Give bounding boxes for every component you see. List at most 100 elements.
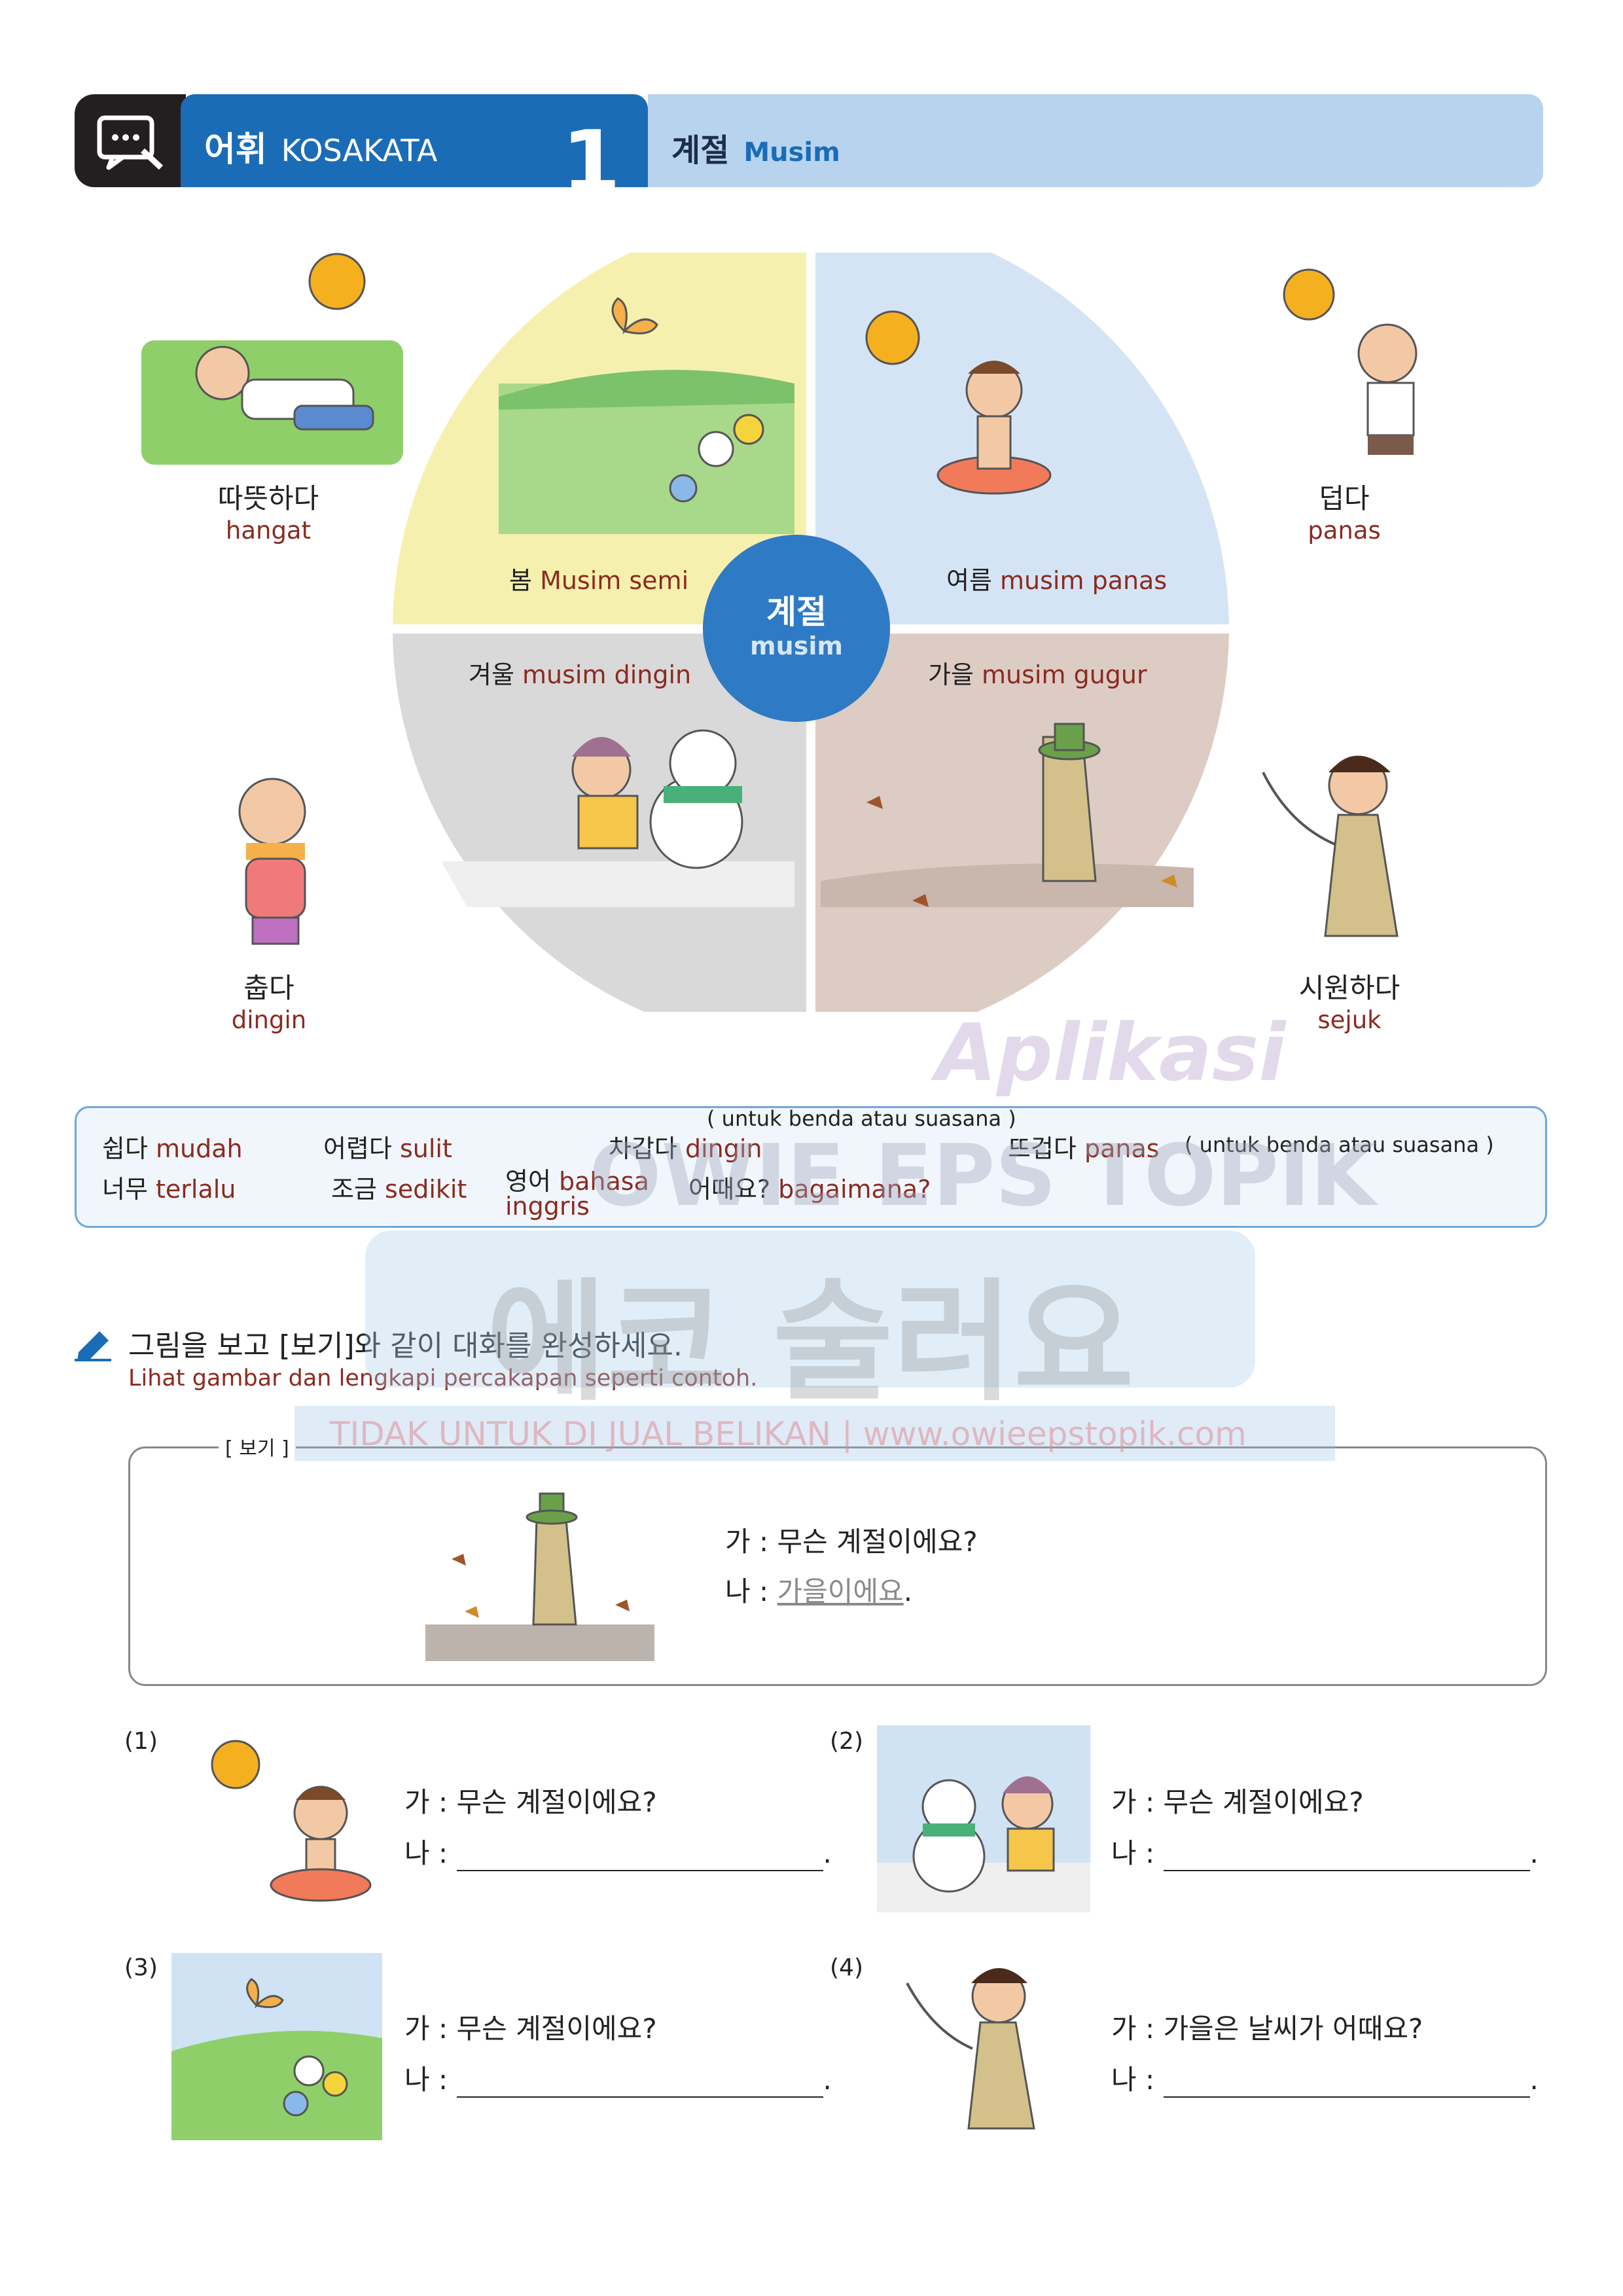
winter-illustration (441, 729, 794, 907)
summer-illustration (865, 310, 1052, 495)
example-box (128, 1446, 1547, 1686)
cool-illustration (1262, 755, 1399, 937)
watermark-brand: Aplikasi (936, 1008, 1286, 1099)
season-wheel (393, 253, 1229, 1012)
vocab-id: bagaimana? (778, 1175, 931, 1204)
vocab-kr: 쉽다 (102, 1134, 148, 1163)
word-hot-id: panas (1308, 516, 1381, 545)
question-4-text: 가 : 가을은 날씨가 어때요? (1111, 2013, 1423, 2045)
answer-input[interactable] (456, 1846, 823, 1871)
word-cold: 춥다 dingin (194, 966, 344, 1034)
summer-label: 여름 musim panas (946, 560, 1167, 596)
autumn-quadrant (815, 634, 1229, 1012)
watermark-kr: 에코 술러요 (486, 1266, 1134, 1419)
vocab-item: 영어 bahasa inggris (505, 1169, 662, 1219)
watermark-notice-bar: TIDAK UNTUK DI JUAL BELIKAN | www.owieep… (294, 1406, 1335, 1461)
wheel-center-kr: 계절 (766, 593, 827, 631)
vocab-item: 어때요? bagaimana? (688, 1169, 931, 1205)
vocab-item: 어렵다 sulit (323, 1128, 452, 1164)
vocab-id: dingin (685, 1134, 762, 1163)
word-cool: 시원하다 sejuk (1264, 966, 1435, 1034)
vocab-kr: 차갑다 (609, 1134, 677, 1163)
answer-label: 나 : (404, 1837, 448, 1869)
word-cool-id: sejuk (1317, 1006, 1382, 1034)
example-title: [ 보기 ] (219, 1432, 296, 1461)
cool-question-image (906, 1968, 1035, 2130)
hot-illustration (1283, 268, 1418, 455)
answer-label: 나 : (404, 2064, 448, 2096)
vocab-item: 뜨겁다 panas (1008, 1128, 1160, 1164)
spring-id: Musim semi (540, 566, 689, 595)
question-number: (1) (124, 1728, 158, 1755)
word-warm: 따뜻하다 hangat (190, 476, 347, 545)
summer-question-image (211, 1740, 372, 1902)
autumn-label: 가을 musim gugur (928, 655, 1147, 691)
section-title-id: KOSAKATA (281, 133, 438, 168)
instruction-kr: 그림을 보고 [보기]와 같이 대화를 완성하세요. (128, 1329, 683, 1363)
answer-input[interactable] (456, 2073, 823, 2098)
spring-kr: 봄 (509, 566, 532, 595)
vocab-kr: 뜨겁다 (1008, 1134, 1077, 1163)
instruction-id: Lihat gambar dan lengkapi percakapan sep… (128, 1365, 758, 1391)
spring-label: 봄 Musim semi (509, 560, 688, 596)
summer-id: musim panas (1000, 566, 1168, 595)
example-answer: 가을이에요 (777, 1575, 904, 1607)
vocab-kr: 어때요? (688, 1175, 771, 1204)
example-autumn-image (425, 1492, 654, 1661)
summer-kr: 여름 (946, 566, 992, 595)
watermark-brand-2: OWIE EPS TOPIK (589, 1126, 1376, 1225)
question-number: (4) (830, 1954, 863, 1981)
word-hot: 덥다 panas (1272, 476, 1416, 545)
cold-illustration (238, 778, 306, 945)
section-number: 1 (562, 112, 621, 211)
winter-kr: 겨울 (469, 660, 514, 689)
word-cold-id: dingin (231, 1006, 307, 1034)
wheel-center-id: musim (750, 632, 843, 660)
answer-label: 나 : (1111, 2064, 1155, 2096)
vocab-id: terlalu (156, 1175, 236, 1204)
answer-label: 나 : (1111, 1837, 1155, 1869)
question-1-text: 가 : 무슨 계절이에요? (404, 1786, 657, 1818)
word-hot-kr: 덥다 (1319, 482, 1370, 514)
vocab-kr: 어렵다 (323, 1134, 392, 1163)
vocab-item: 너무 terlalu (102, 1169, 236, 1205)
watermark-notice: TIDAK UNTUK DI JUAL BELIKAN | www.owieep… (330, 1415, 1247, 1453)
example-answer-prefix: 나 : (725, 1575, 777, 1607)
watermark-banner: 에코 술러요 (365, 1230, 1255, 1419)
question-number: (2) (830, 1728, 863, 1755)
question-2-answer-line: 나 : . (1111, 1831, 1539, 1871)
question-2-text: 가 : 무슨 계절이에요? (1111, 1786, 1364, 1818)
word-warm-id: hangat (225, 516, 312, 545)
vocab-id: sedikit (385, 1175, 467, 1204)
autumn-id: musim gugur (982, 660, 1147, 689)
vocab-box (75, 1106, 1547, 1228)
answer-input[interactable] (1163, 1846, 1530, 1871)
vocab-kr: 조금 (331, 1175, 377, 1204)
wheel-center: 계절 musim (703, 535, 890, 722)
word-cold-kr: 춥다 (243, 972, 294, 1004)
example-answer-suffix: . (903, 1575, 913, 1607)
vocab-kr: 너무 (102, 1175, 148, 1204)
answer-input[interactable] (1163, 2073, 1530, 2098)
winter-id: musim dingin (522, 660, 692, 689)
vocab-item: 쉽다 mudah (102, 1128, 243, 1164)
question-3-answer-line: 나 : . (404, 2058, 832, 2098)
example-answer-line: 나 : 가을이에요. (725, 1570, 912, 1609)
vocab-item: 조금 sedikit (331, 1169, 467, 1205)
vocabulary-icon (97, 115, 164, 170)
autumn-kr: 가을 (928, 660, 974, 689)
winter-label: 겨울 musim dingin (469, 655, 691, 691)
header-icon-tab (75, 94, 186, 187)
winter-question-image (877, 1725, 1090, 1912)
question-3-text: 가 : 무슨 계절이에요? (404, 2013, 657, 2045)
vocab-id: panas (1084, 1134, 1160, 1163)
summer-quadrant (815, 253, 1229, 624)
word-warm-kr: 따뜻하다 (217, 482, 319, 514)
vocab-id: mudah (156, 1134, 243, 1163)
vocab-id: sulit (399, 1134, 452, 1163)
spring-illustration (499, 297, 794, 534)
topic-title-kr: 계절 (671, 132, 730, 169)
word-cool-kr: 시원하다 (1298, 972, 1400, 1004)
